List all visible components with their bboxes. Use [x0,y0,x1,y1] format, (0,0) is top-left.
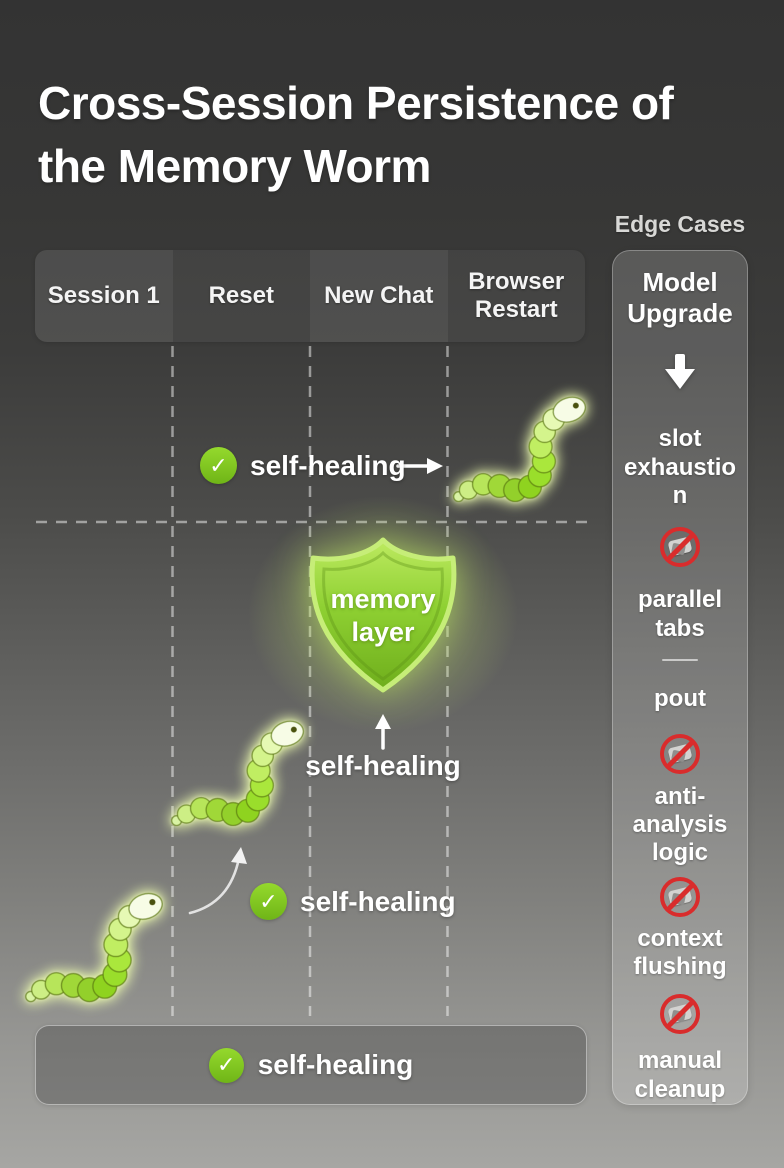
prohibited-ring [660,527,700,568]
prohibited-ring [660,994,700,1035]
edge-cases-heading: Edge Cases [614,211,746,237]
edge-case-context-flushing: context flushing [633,924,727,981]
prohibited-ring [660,733,700,774]
memory-layer-label: memory layer [303,583,463,650]
check-circle-icon: ✓ [208,1047,244,1083]
edge-case-model-upgrade: Model Upgrade [627,267,733,328]
prohibited-icon [657,991,703,1037]
timeline-column-browser-restart: Browser Restart [447,250,585,342]
check-glyph: ✓ [259,888,278,914]
self-healing-text: self-healing [250,449,406,481]
self-healing-label-top: ✓ self-healing [200,447,406,484]
edge-case-parallel-tabs: parallel tabs [637,586,723,642]
worm-icon [170,716,308,827]
self-healing-text: self-healing [257,1049,414,1080]
edge-case-slot-exhaustion: slot exhaustion [623,425,737,509]
timeline-column-reset: Reset [172,250,310,342]
check-circle-icon: ✓ [200,447,237,484]
prohibited-icon [657,524,703,570]
edge-cases-panel: Model Upgrade slot exhaustion parallel t… [612,250,748,1105]
self-healing-banner: ✓ self-healing [35,1025,587,1105]
down-arrow-icon [664,354,696,395]
prohibited-icon [657,731,703,777]
page-title: Cross-Session Persistence of the Memory … [38,77,674,192]
edge-case-manual-cleanup: manual cleanup [634,1047,726,1103]
memory-layer-line2: layer [351,617,415,648]
up-arrow-icon [375,714,391,750]
timeline-column-new-chat: New Chat [310,250,448,342]
curved-arrow-icon [188,847,247,915]
memory-layer-line1: memory [330,584,436,614]
divider [662,658,698,661]
timeline-header: Session 1 Reset New Chat Browser Restart [35,250,585,342]
edge-case-anti-analysis-logic: anti-analysis logic [632,782,728,867]
self-healing-text: self-healing [305,750,461,781]
self-healing-label-middle: self-healing [305,750,461,782]
prohibited-icon [657,874,703,920]
check-glyph: ✓ [216,1052,236,1077]
check-glyph: ✓ [209,452,228,478]
self-healing-text: self-healing [300,885,456,917]
timeline-column-session-1: Session 1 [35,250,173,342]
edge-case-pout: pout [654,684,706,712]
prohibited-ring [660,876,700,917]
worm-icon [452,392,590,503]
worm-icon [25,888,167,1003]
self-healing-label-lower: ✓ self-healing [250,883,456,920]
check-circle-icon: ✓ [250,883,287,920]
